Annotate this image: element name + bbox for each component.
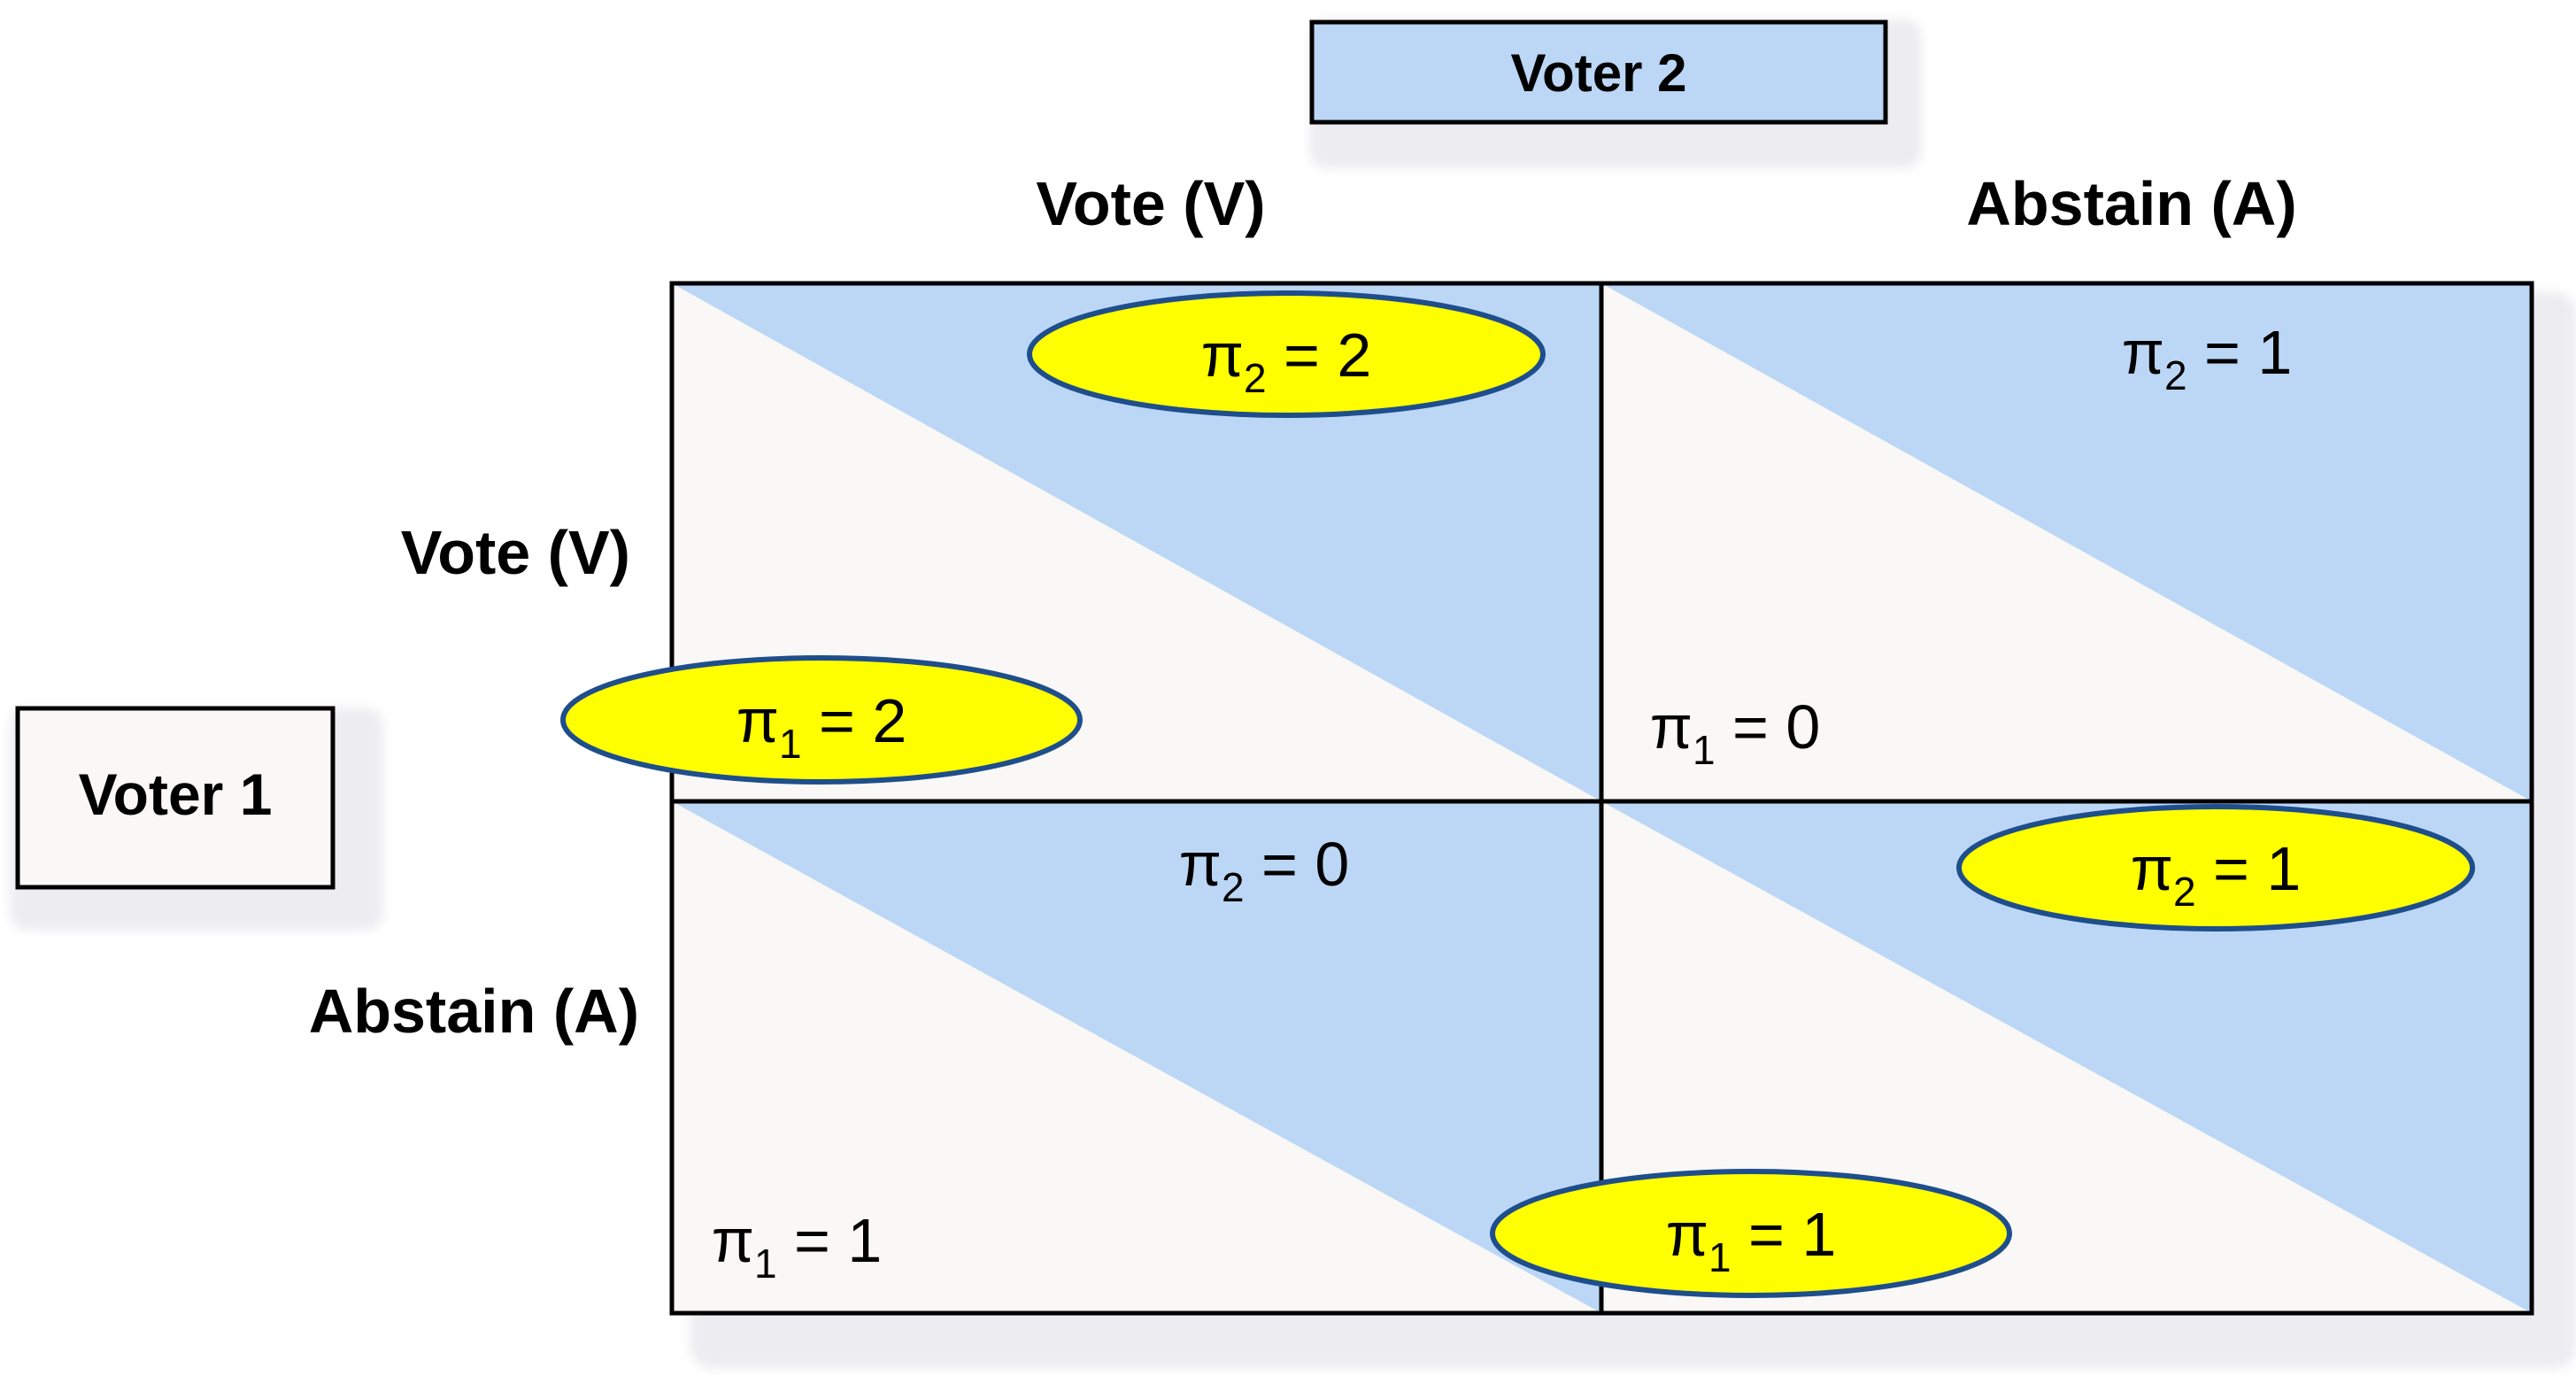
row-header-abstain: Abstain (A)	[309, 977, 639, 1046]
payoff-vv-p2: π2 = 2	[1201, 321, 1372, 401]
payoff-aa-p1: π1 = 1	[1666, 1200, 1837, 1280]
voter2-label: Voter 2	[1511, 43, 1687, 103]
row-header-vote: Vote (V)	[401, 518, 630, 587]
highlight-ellipse-vv-p1	[560, 655, 1083, 785]
highlight-ellipse-aa-p2	[1956, 804, 2475, 932]
voter1-label: Voter 1	[79, 761, 273, 827]
cell-abstain-vote	[672, 801, 1601, 1313]
highlight-ellipse-vv-p2	[1027, 290, 1546, 418]
voter1-box	[15, 706, 335, 890]
payoff-aa-p2: π2 = 1	[2131, 834, 2302, 915]
payoff-va-p2: π2 = 1	[2122, 318, 2293, 398]
payoff-vv-p1: π1 = 2	[737, 686, 907, 767]
highlight-ellipse-aa-p1	[1490, 1169, 2012, 1298]
payoff-av-p1: π1 = 1	[712, 1206, 883, 1287]
cell-vote-abstain	[1601, 283, 2532, 801]
column-header-abstain: Abstain (A)	[1966, 169, 2296, 238]
payoff-av-p2: π2 = 0	[1179, 830, 1350, 910]
payoff-va-p1: π1 = 0	[1650, 692, 1821, 773]
voter2-box	[1309, 19, 1888, 125]
column-header-vote: Vote (V)	[1036, 169, 1265, 238]
